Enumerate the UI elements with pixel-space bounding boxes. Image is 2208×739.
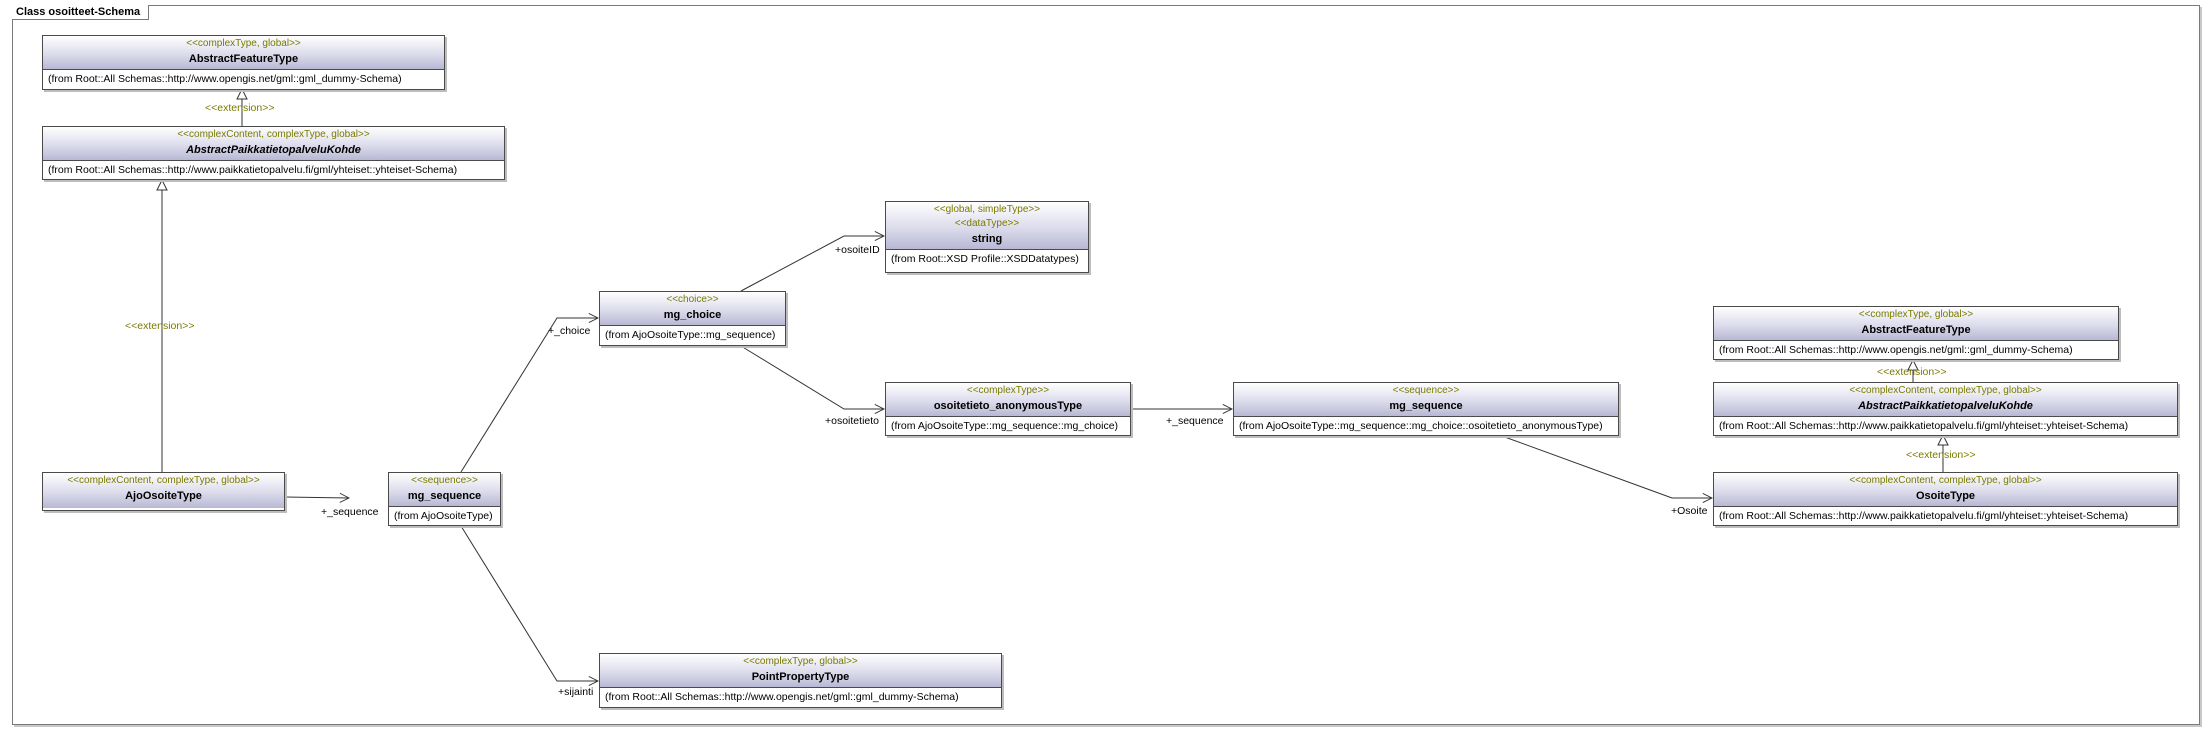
class-abstract-paikkatietopalvelu-kohde-2[interactable]: <<complexContent, complexType, global>> … — [1713, 382, 2178, 436]
class-mg-sequence-2[interactable]: <<sequence>> mg_sequence (from AjoOsoite… — [1233, 382, 1619, 436]
stereotype: <<complexType, global>> — [186, 38, 301, 49]
class-origin: (from Root::All Schemas::http://www.open… — [605, 691, 959, 703]
osoiteid-role-label: +osoiteID — [835, 244, 880, 256]
stereotype: <<complexContent, complexType, global>> — [67, 475, 260, 486]
assoc-osoitetieto-line[interactable] — [740, 345, 884, 409]
class-name: mg_sequence — [407, 490, 482, 502]
class-origin: (from Root::All Schemas::http://www.open… — [1719, 344, 2073, 356]
class-name: AbstractPaikkatietopalveluKohde — [1858, 400, 2033, 412]
class-ajo-osoite-type[interactable]: <<complexContent, complexType, global>> … — [42, 472, 285, 511]
class-name: osoitetieto_anonymousType — [933, 400, 1083, 412]
class-origin: (from AjoOsoiteType::mg_sequence::mg_cho… — [1239, 420, 1603, 432]
class-origin: (from Root::All Schemas::http://www.paik… — [1719, 510, 2129, 522]
sequence2-role-label: +_sequence — [1166, 415, 1224, 427]
stereotype: <<global, simpleType>> — [933, 204, 1041, 215]
class-origin: (from AjoOsoiteType::mg_sequence) — [605, 329, 776, 341]
stereotype: <<sequence>> — [1392, 385, 1460, 396]
choice-role-label: +_choice — [548, 325, 591, 337]
diagram-title: Class osoitteet-Schema — [12, 5, 150, 20]
assoc-sijainti-line[interactable] — [460, 525, 598, 681]
class-osoitetieto-anonymous-type[interactable]: <<complexType>> osoitetieto_anonymousTyp… — [885, 382, 1131, 436]
class-origin: (from Root::XSD Profile::XSDDatatypes) — [891, 253, 1079, 265]
sijainti-role-label: +sijainti — [558, 686, 594, 698]
stereotype: <<sequence>> — [411, 475, 478, 486]
assoc-osoiteid-line[interactable] — [740, 236, 884, 292]
extension-label-3: <<extension>> — [1877, 366, 1947, 378]
class-mg-choice[interactable]: <<choice>> mg_choice (from AjoOsoiteType… — [599, 291, 786, 346]
extension-label-2: <<extension>> — [125, 320, 195, 332]
assoc-sequence-line[interactable] — [284, 497, 349, 498]
assoc-osoite-line[interactable] — [1501, 435, 1712, 498]
diagram-frame — [12, 5, 2200, 725]
stereotype: <<complexContent, complexType, global>> — [177, 129, 370, 140]
class-origin: (from Root::All Schemas::http://www.paik… — [1719, 420, 2129, 432]
class-name: PointPropertyType — [751, 671, 850, 683]
class-origin: (from Root::All Schemas::http://www.paik… — [48, 164, 458, 176]
stereotype: <<dataType>> — [954, 218, 1020, 229]
class-mg-sequence[interactable]: <<sequence>> mg_sequence (from AjoOsoite… — [388, 472, 501, 526]
stereotype: <<complexContent, complexType, global>> — [1849, 385, 2042, 396]
stereotype: <<complexType>> — [966, 385, 1050, 396]
osoite-role-label: +Osoite — [1671, 505, 1708, 517]
sequence-role-label: +_sequence — [321, 506, 379, 518]
class-abstract-feature-type[interactable]: <<complexType, global>> AbstractFeatureT… — [42, 35, 445, 90]
class-string[interactable]: <<global, simpleType>> <<dataType>> stri… — [885, 201, 1089, 273]
class-name: OsoiteType — [1915, 490, 1976, 502]
class-name: AbstractPaikkatietopalveluKohde — [186, 144, 361, 156]
class-name: mg_sequence — [1389, 400, 1463, 412]
stereotype: <<complexType, global>> — [743, 656, 858, 667]
class-name: mg_choice — [663, 309, 722, 321]
class-name: AjoOsoiteType — [125, 490, 202, 502]
class-osoite-type[interactable]: <<complexContent, complexType, global>> … — [1713, 472, 2178, 526]
stereotype: <<complexType, global>> — [1858, 309, 1974, 320]
stereotype: <<choice>> — [666, 294, 719, 305]
class-point-property-type[interactable]: <<complexType, global>> PointPropertyTyp… — [599, 653, 1002, 708]
stereotype: <<complexContent, complexType, global>> — [1849, 475, 2042, 486]
class-abstract-paikkatietopalvelu-kohde[interactable]: <<complexContent, complexType, global>> … — [42, 126, 505, 180]
assoc-choice-line[interactable] — [460, 318, 598, 473]
class-name: AbstractFeatureType — [188, 53, 299, 65]
extension-label-1: <<extension>> — [205, 102, 275, 114]
class-name: string — [971, 233, 1003, 245]
class-name: AbstractFeatureType — [1861, 324, 1971, 336]
extension-label-4: <<extension>> — [1906, 449, 1976, 461]
class-origin: (from AjoOsoiteType::mg_sequence::mg_cho… — [891, 420, 1119, 432]
osoitetieto-role-label: +osoitetieto — [825, 415, 879, 427]
class-abstract-feature-type-2[interactable]: <<complexType, global>> AbstractFeatureT… — [1713, 306, 2119, 360]
class-origin: (from AjoOsoiteType) — [394, 510, 493, 522]
class-origin: (from Root::All Schemas::http://www.open… — [48, 73, 402, 85]
